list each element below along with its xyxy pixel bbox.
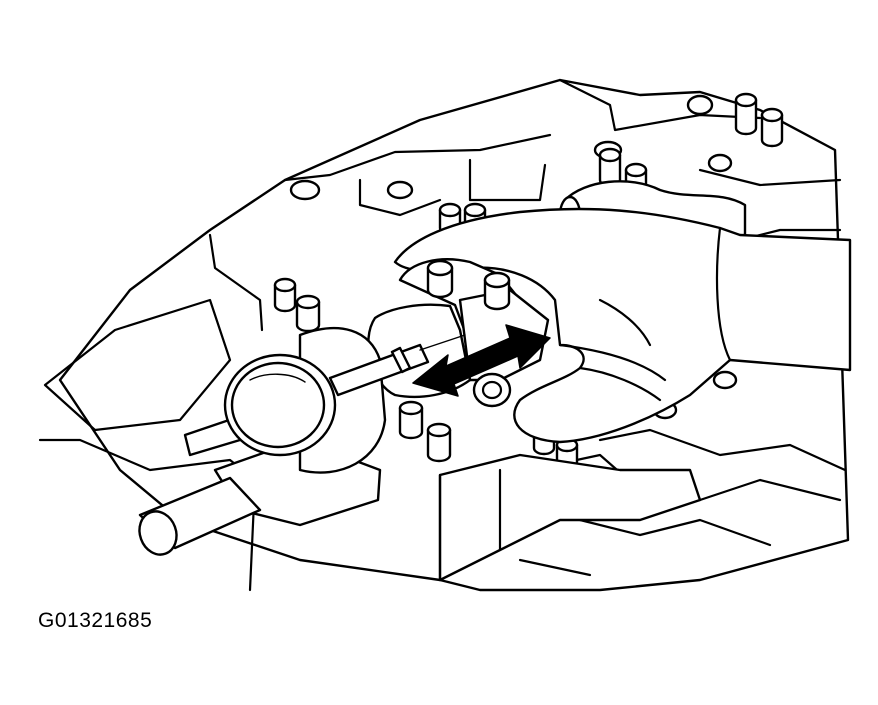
- front-housing: [38, 438, 702, 592]
- figure-id-label: G01321685: [38, 609, 153, 632]
- engine-diagram: [38, 78, 852, 592]
- camshaft: [367, 258, 550, 408]
- arrow-shape: [412, 324, 551, 397]
- thrust-direction-arrow: [412, 324, 551, 397]
- dial-gauge-stand: [138, 327, 387, 556]
- hand: [393, 207, 852, 444]
- dial-indicator: [183, 334, 466, 457]
